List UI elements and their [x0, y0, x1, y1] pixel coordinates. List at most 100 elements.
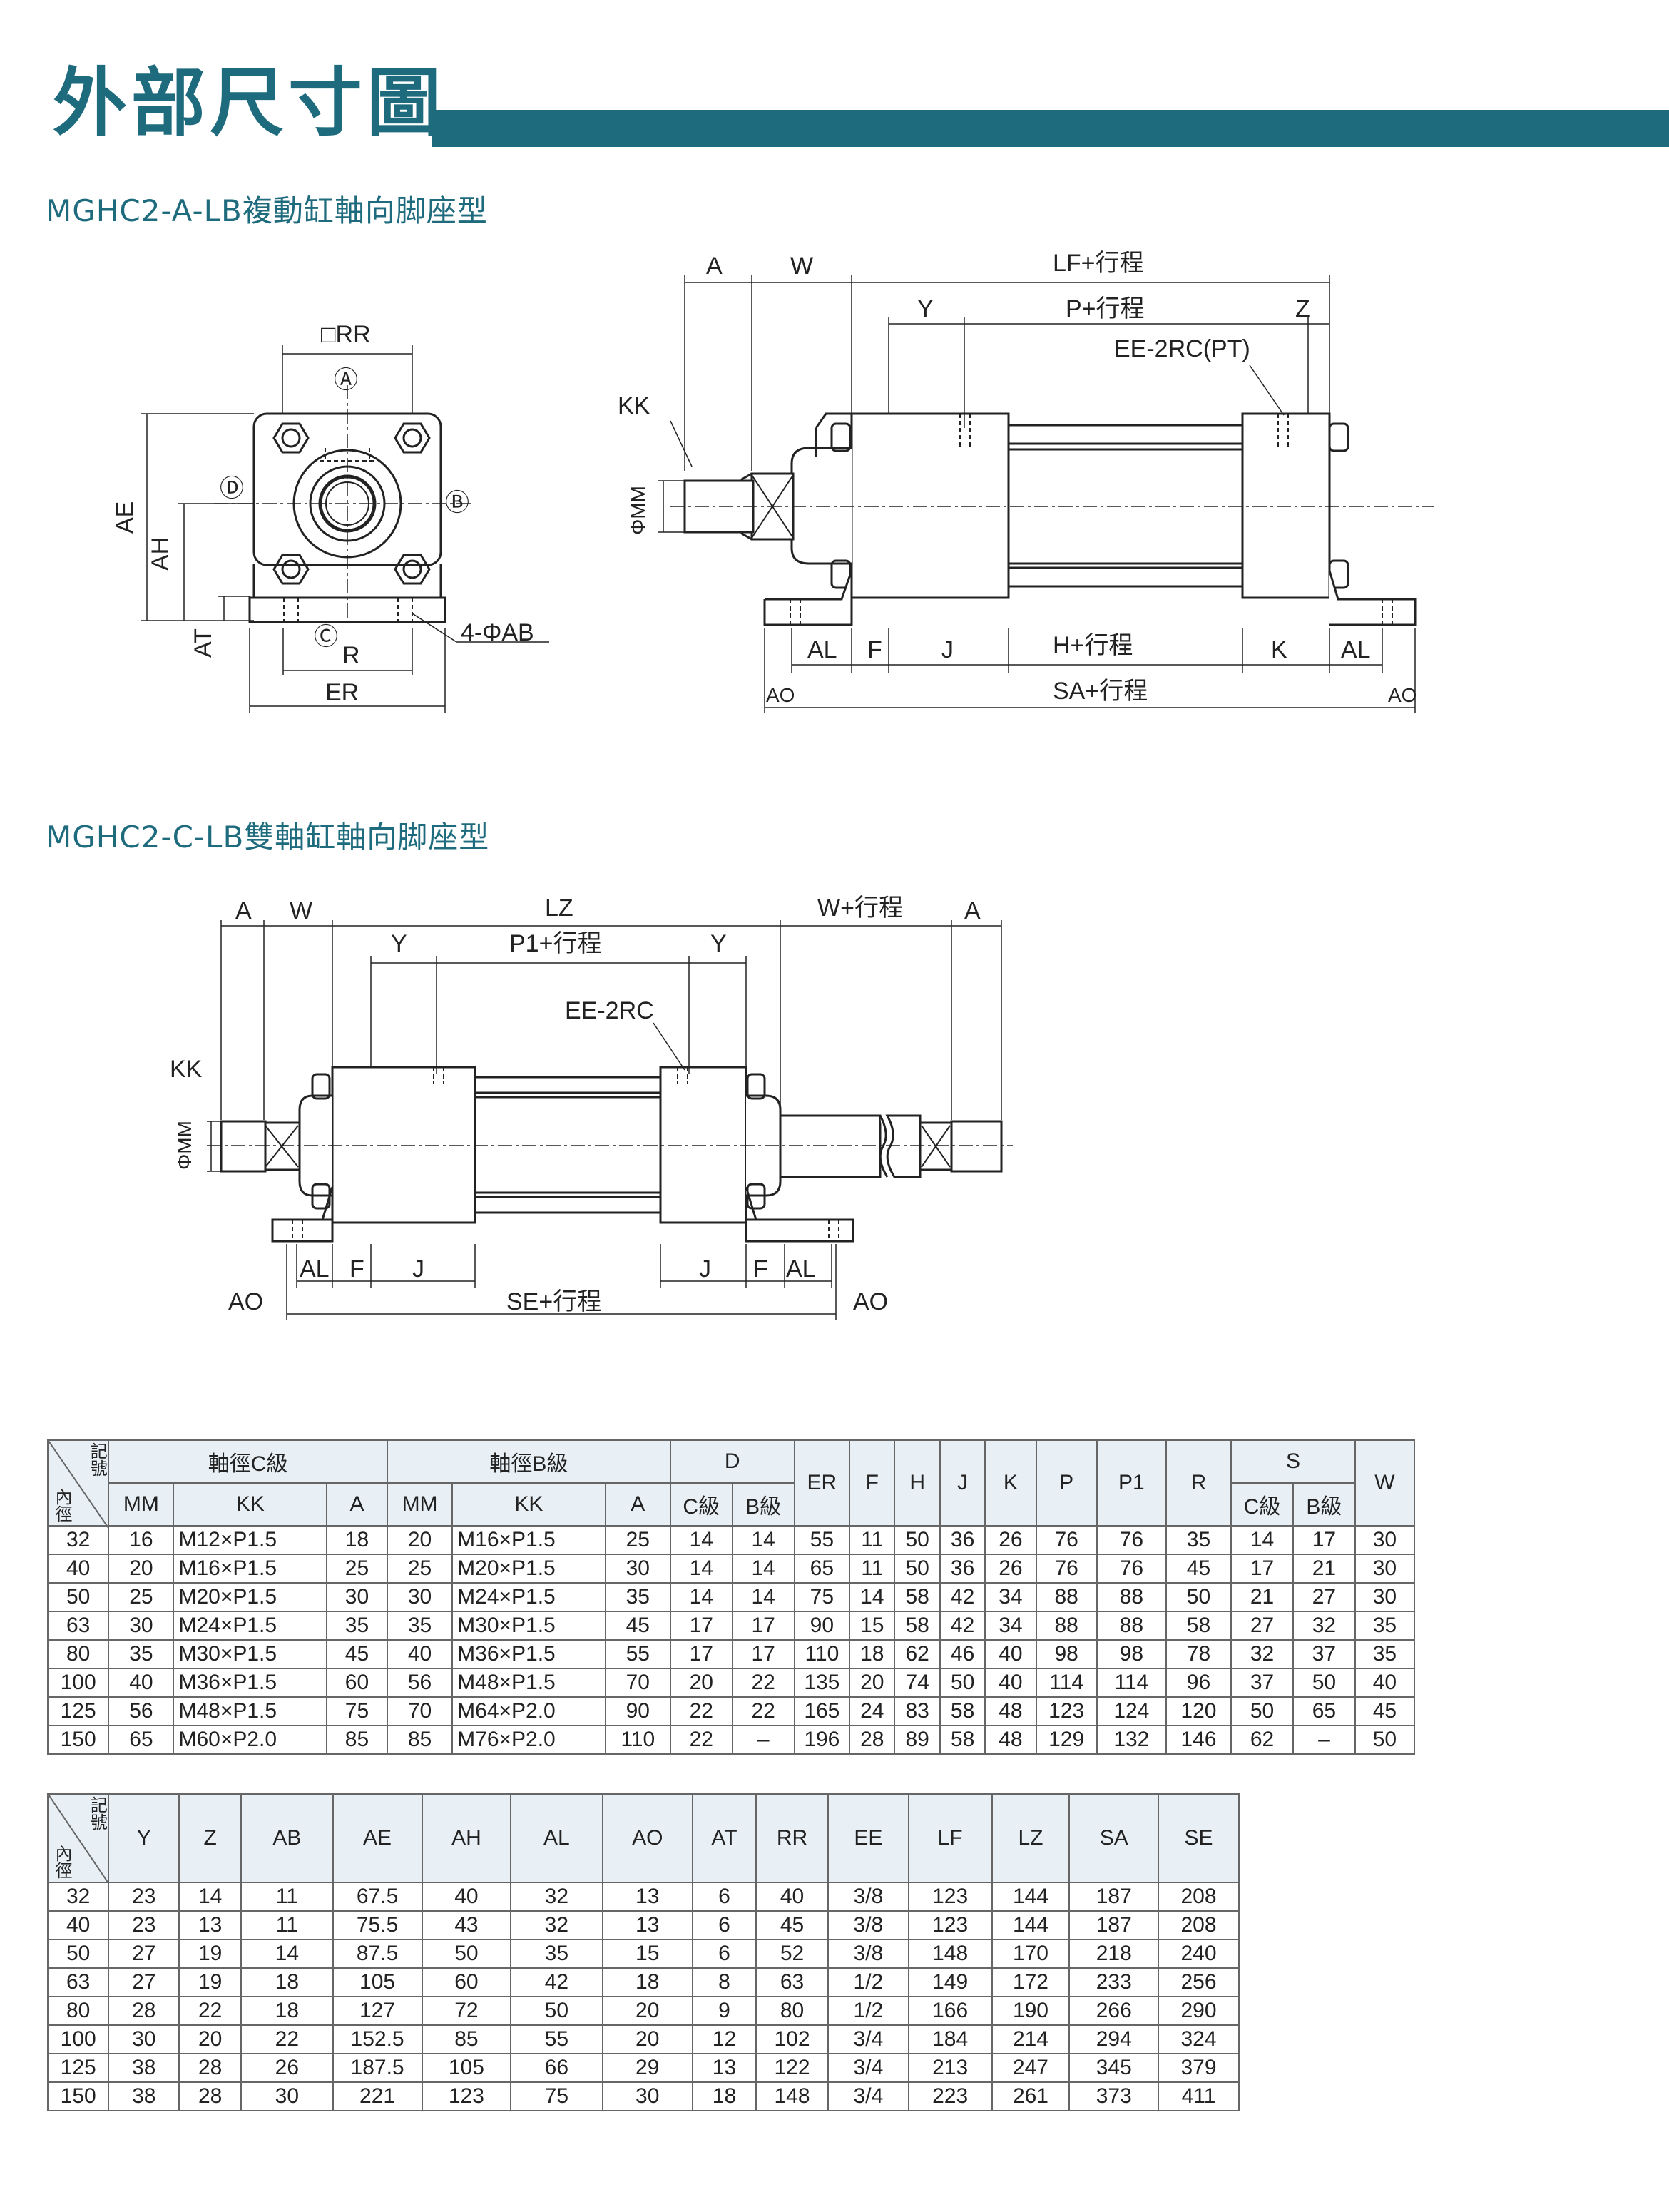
- table-cell: 58: [1165, 1611, 1232, 1641]
- table-cell: 105: [421, 2053, 512, 2083]
- table-cell: 27: [108, 1967, 180, 1997]
- table-cell: 65: [108, 1725, 175, 1755]
- th-kk-b: KK: [451, 1482, 606, 1527]
- table-cell: 22: [669, 1725, 733, 1755]
- table-cell: 30: [326, 1582, 388, 1612]
- label-side-y: Y: [917, 295, 934, 322]
- table-cell: 25: [108, 1582, 175, 1612]
- table-cell: 30: [108, 1611, 175, 1641]
- table-cell: 11: [240, 1882, 334, 1912]
- table-cell: 18: [601, 1967, 693, 1997]
- table-cell: 110: [604, 1725, 671, 1755]
- technical-drawing: □RR Ⓐ Ⓑ Ⓒ Ⓓ AE AH AT R ER 4-ΦAB A W LF+行…: [111, 250, 1434, 1320]
- th-s: S: [1230, 1439, 1356, 1484]
- th2-z: Z: [178, 1793, 243, 1883]
- table-cell: 50: [1165, 1582, 1232, 1612]
- table-cell: 35: [604, 1582, 671, 1612]
- table-cell: 290: [1158, 1996, 1240, 2026]
- label-dr-a: A: [235, 897, 252, 924]
- th2-y: Y: [108, 1793, 180, 1883]
- table1-corner: 記號 內徑: [46, 1439, 110, 1528]
- table-cell: M30×P1.5: [451, 1611, 606, 1641]
- th-kk-c: KK: [173, 1482, 328, 1527]
- table-cell: 105: [332, 1967, 423, 1997]
- table-cell: 60: [421, 1967, 512, 1997]
- table-cell: 240: [1158, 1939, 1240, 1969]
- table-cell: 18: [240, 1996, 334, 2026]
- th-h: H: [894, 1439, 941, 1527]
- table-cell: 32: [46, 1525, 110, 1555]
- dimension-table-2: 記號 內徑 Y Z AB AE AH AL AO AT RR EE LF LZ …: [46, 1793, 1240, 2111]
- th-shaft-b: 軸徑B級: [386, 1439, 671, 1484]
- table-cell: 37: [1230, 1668, 1294, 1698]
- table-cell: 22: [731, 1696, 795, 1726]
- table-cell: 62: [1230, 1725, 1294, 1755]
- table-cell: –: [731, 1725, 795, 1755]
- table-cell: 80: [46, 1996, 110, 2026]
- table-cell: 45: [326, 1639, 388, 1669]
- table-cell: 38: [108, 2053, 180, 2083]
- th-a-b: A: [604, 1482, 671, 1527]
- table-cell: 18: [691, 2081, 757, 2111]
- table-cell: 150: [46, 2081, 110, 2111]
- table-cell: 35: [386, 1611, 454, 1641]
- th-p: P: [1035, 1439, 1098, 1527]
- table-cell: 58: [939, 1725, 986, 1755]
- label-dr-kk: KK: [170, 1056, 203, 1083]
- label-ah: AH: [147, 537, 174, 571]
- table-cell: 233: [1068, 1967, 1160, 1997]
- table-cell: 148: [755, 2081, 830, 2111]
- label-dr-f2: F: [753, 1255, 768, 1283]
- table-cell: 30: [1354, 1525, 1416, 1555]
- label-sa: SA+行程: [1053, 678, 1148, 705]
- table-cell: 20: [386, 1525, 454, 1555]
- table-cell: 20: [669, 1668, 733, 1698]
- table-cell: 100: [46, 2024, 110, 2054]
- th-mm-b: MM: [386, 1482, 454, 1527]
- table-cell: 100: [46, 1668, 110, 1698]
- table-cell: 165: [793, 1696, 851, 1726]
- table-cell: 123: [421, 2081, 512, 2111]
- label-r: R: [342, 642, 360, 669]
- table-cell: 14: [731, 1525, 795, 1555]
- label-k: K: [1271, 636, 1287, 663]
- table-cell: M48×P1.5: [173, 1696, 328, 1726]
- label-p: P+行程: [1066, 295, 1145, 322]
- table-cell: 67.5: [332, 1882, 423, 1912]
- table-cell: 75: [793, 1582, 851, 1612]
- table-cell: 8: [691, 1967, 757, 1997]
- table-cell: 50: [1230, 1696, 1294, 1726]
- table-cell: 172: [991, 1967, 1071, 1997]
- table-cell: 152.5: [332, 2024, 423, 2054]
- table-cell: 187: [1068, 1910, 1160, 1940]
- table-cell: 6: [691, 1939, 757, 1969]
- th2-ee: EE: [827, 1793, 909, 1883]
- table-cell: M24×P1.5: [451, 1582, 606, 1612]
- th-d: D: [669, 1439, 795, 1484]
- table-cell: 373: [1068, 2081, 1160, 2111]
- table-cell: 32: [510, 1910, 603, 1940]
- label-dr-al2: AL: [786, 1255, 816, 1283]
- table-cell: 28: [849, 1725, 896, 1755]
- table-cell: 266: [1068, 1996, 1160, 2026]
- label-side-al2: AL: [1341, 636, 1371, 663]
- label-lf: LF+行程: [1053, 250, 1144, 277]
- table-cell: 123: [907, 1910, 993, 1940]
- table-cell: 42: [510, 1967, 603, 1997]
- table-cell: 34: [984, 1611, 1037, 1641]
- dimension-table-1: 記號 內徑 軸徑C級 軸徑B級 D ER F H J K P P1 R S W …: [46, 1439, 1416, 1755]
- front-view: [141, 345, 549, 713]
- table-cell: 14: [849, 1582, 896, 1612]
- table-cell: 40: [46, 1554, 110, 1584]
- table-cell: 17: [1292, 1525, 1356, 1555]
- table-cell: 75.5: [332, 1910, 423, 1940]
- table-cell: 80: [46, 1639, 110, 1669]
- table-cell: 58: [894, 1582, 941, 1612]
